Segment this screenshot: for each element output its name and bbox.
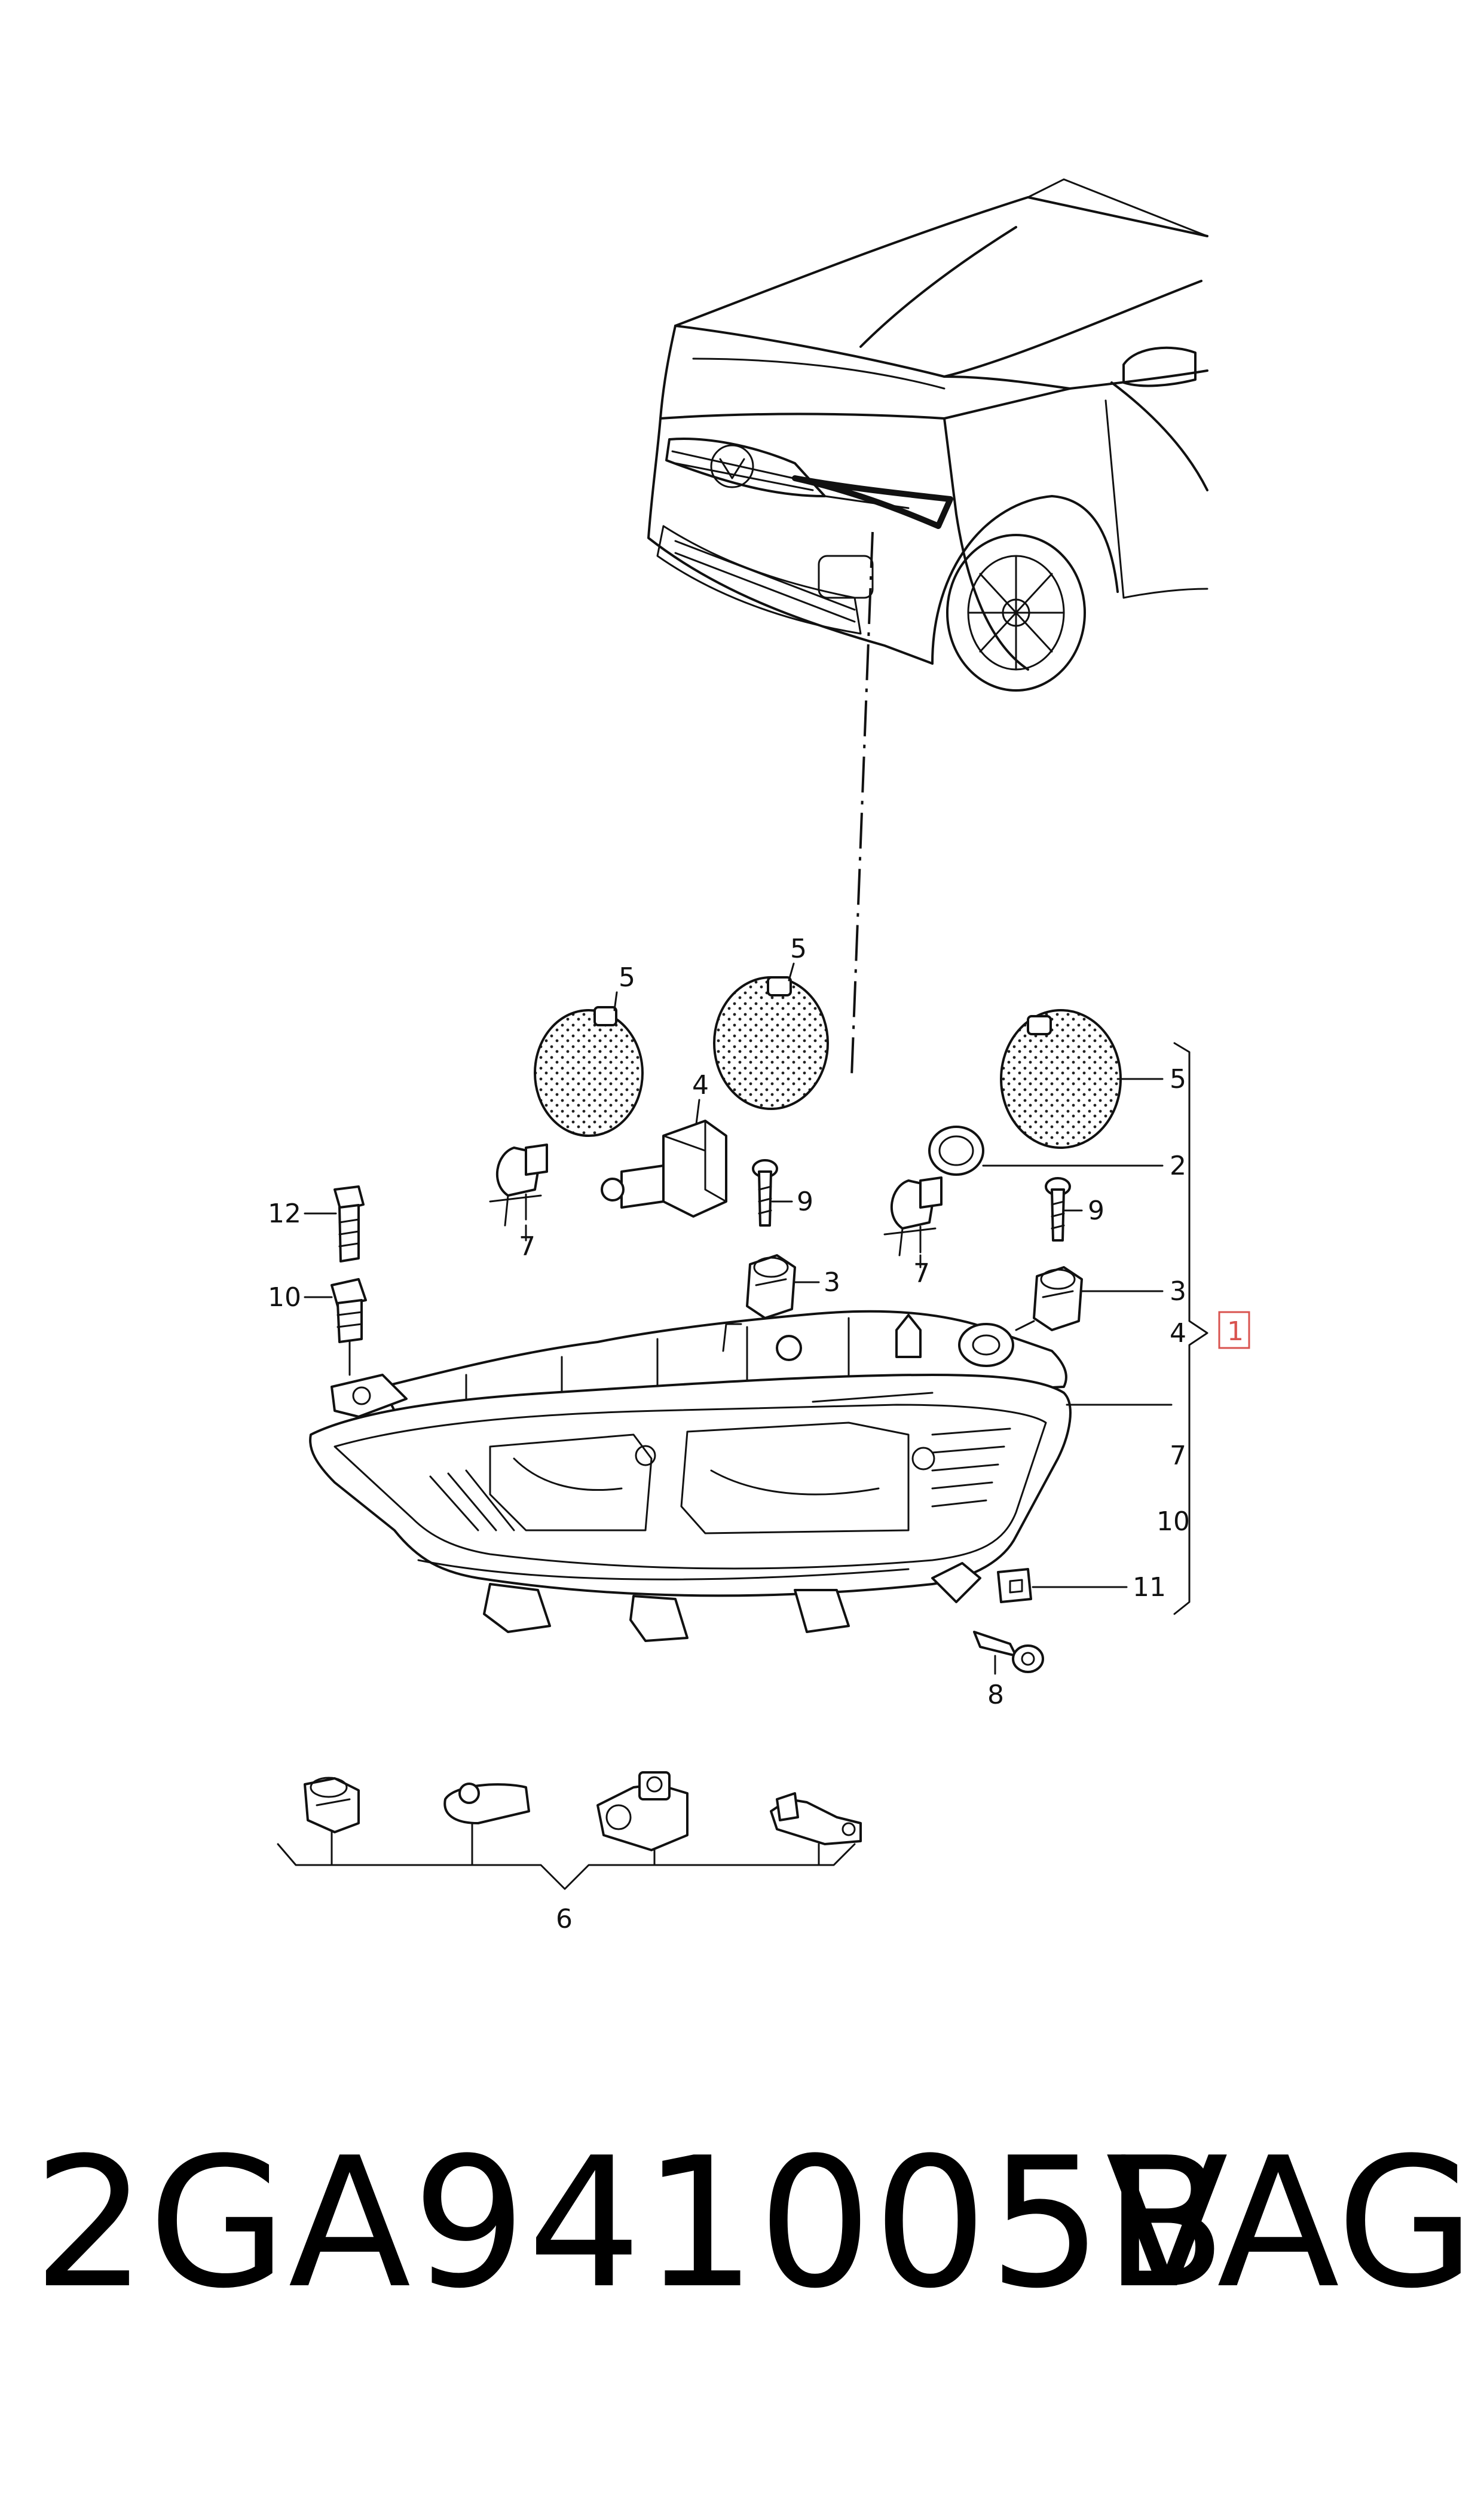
label-bolt-lower: 10 (268, 1282, 301, 1313)
label-bolt-top: 12 (268, 1199, 301, 1229)
label-bulb-cover-left: 5 (619, 962, 635, 993)
group-brace (1173, 1042, 1250, 1615)
control-unit (601, 1120, 727, 1218)
label-bracket-left: 3 (824, 1267, 840, 1298)
bulb-center (883, 1176, 943, 1257)
part-number: 2GA941005B (33, 2119, 1228, 2328)
bolt-bottom (973, 1631, 1044, 1673)
clip (997, 1568, 1032, 1603)
label-bulb-holder: 2 (1170, 1151, 1186, 1181)
screw-right (1045, 1177, 1071, 1242)
leader-lines (277, 962, 1173, 1890)
screw-left (752, 1159, 778, 1227)
headlight-housing (309, 1310, 1072, 1642)
label-bulb-cover-center: 5 (790, 934, 807, 964)
bracket-left (746, 1254, 796, 1319)
bulb-cover-right (1000, 1009, 1122, 1149)
bolt-lower (331, 1278, 367, 1343)
label-bracket-right: 3 (1170, 1276, 1186, 1307)
car-illustration (647, 178, 1208, 1077)
label-clip: 11 (1133, 1572, 1166, 1603)
bolt-top (333, 1185, 365, 1262)
label-screw-left: 9 (797, 1187, 813, 1217)
label-screw-right: 9 (1088, 1196, 1104, 1226)
label-main-group: 1 (1227, 1316, 1244, 1347)
label-bolt-bottom: 8 (987, 1680, 1004, 1710)
label-bulb-center: 7 (913, 1258, 930, 1289)
label-bulb-cover-right: 5 (1170, 1064, 1186, 1095)
repair-set-parts (304, 1771, 862, 1851)
brand-name: VAG (1106, 2119, 1476, 2328)
bulb-cover-left (534, 1006, 644, 1137)
bulb-left (489, 1144, 548, 1227)
callout-labels: 5 5 5 2 4 7 7 9 9 3 3 12 10 8 11 6 4 7 1… (268, 934, 1244, 1934)
group-highlight-box (1218, 1311, 1250, 1349)
label-list-4: 4 (1170, 1318, 1186, 1349)
label-list-7: 7 (1170, 1441, 1186, 1471)
label-bulb-left: 7 (519, 1231, 536, 1262)
bulb-cover-center (713, 976, 829, 1110)
label-list-10: 10 (1156, 1506, 1190, 1537)
label-repair-set: 6 (556, 1904, 573, 1934)
exploded-parts-diagram: 5 5 5 2 4 7 7 9 9 3 3 12 10 8 11 6 4 7 1… (268, 178, 1250, 1934)
bulb-holder (928, 1126, 984, 1176)
label-control-unit: 4 (692, 1070, 709, 1100)
bracket-right (1033, 1266, 1083, 1331)
